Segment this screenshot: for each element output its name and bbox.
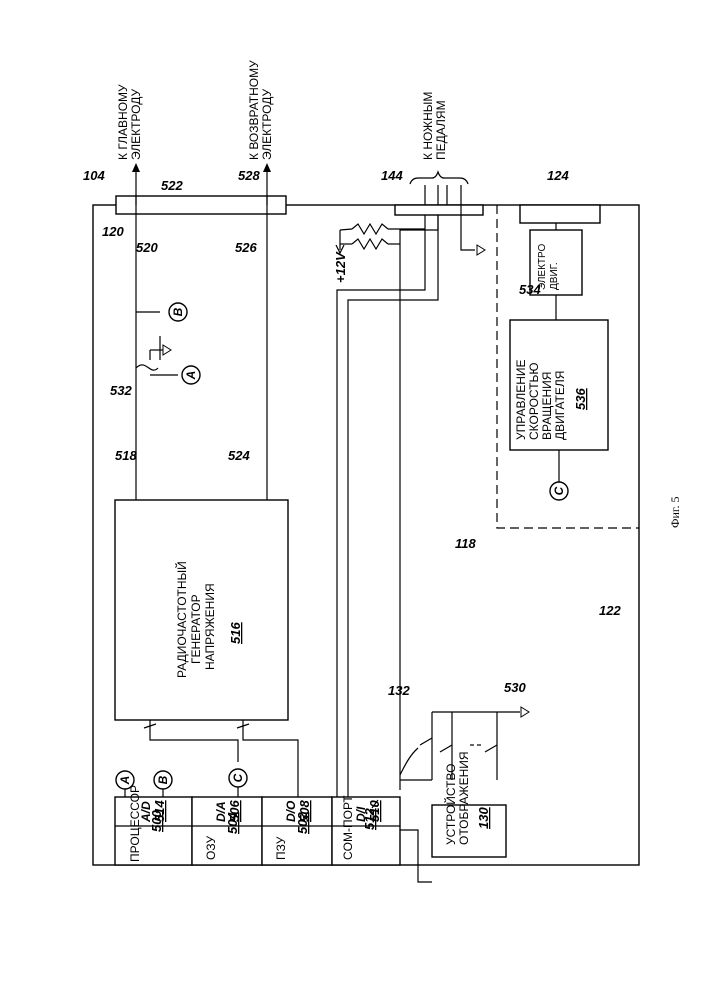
connector-b-label: B — [171, 307, 185, 316]
ref-104: 104 — [83, 168, 105, 183]
ref-524: 524 — [228, 448, 250, 463]
main-electrode-label: К ГЛАВНОМУ — [116, 84, 130, 160]
motor-connector-bar — [520, 205, 600, 223]
pedal-connector-bar — [395, 205, 483, 215]
ref-520: 520 — [136, 240, 158, 255]
ref-528: 528 — [238, 168, 260, 183]
da-number: 506 — [227, 800, 242, 822]
ad-label: A/D — [139, 801, 153, 823]
connector-b-top-label: B — [156, 775, 170, 784]
foot-pedals-label-2: ПЕДАЛЯМ — [434, 100, 448, 160]
rf-generator-number: 516 — [228, 622, 243, 644]
ref-518: 518 — [115, 448, 137, 463]
ref-532: 532 — [110, 383, 132, 398]
com-port-label: COM-ПОРТ — [341, 795, 355, 860]
di-number: 510 — [367, 800, 382, 822]
connector-c-top-label: C — [231, 773, 245, 782]
speed-control-label-3: ВРАЩЕНИЯ — [540, 372, 554, 440]
do-number: 508 — [297, 800, 312, 822]
connector-c-motor-label: C — [552, 486, 566, 495]
motor-label-2: ДВИГ. — [549, 262, 560, 290]
di-label: D/I — [354, 806, 368, 822]
supply-12v-label: +12V — [333, 251, 348, 283]
ref-132: 132 — [388, 683, 410, 698]
connector-a-label: A — [184, 371, 198, 381]
figure-caption: Фиг. 5 — [668, 497, 682, 528]
ref-122: 122 — [599, 603, 621, 618]
speed-control-label-2: СКОРОСТЬЮ — [527, 362, 541, 440]
connector-a-top-label: A — [118, 776, 132, 786]
speed-control-label: УПРАВЛЕНИЕ — [514, 360, 528, 441]
rom-label: ПЗУ — [274, 836, 288, 860]
speed-control-number: 536 — [573, 388, 588, 410]
da-label: D/A — [214, 801, 228, 822]
ref-124: 124 — [547, 168, 569, 183]
ref-530: 530 — [504, 680, 526, 695]
electrode-connector-bar — [116, 196, 286, 214]
motor-label: ЭЛЕКТРО — [537, 244, 548, 290]
do-label: D/O — [284, 800, 298, 822]
ref-522: 522 — [161, 178, 183, 193]
display-label-2: ОТОБРАЖЕНИЯ — [457, 751, 471, 845]
return-electrode-label-2: ЭЛЕКТРОДУ — [260, 89, 274, 160]
ref-526: 526 — [235, 240, 257, 255]
speed-control-label-4: ДВИГАТЕЛЯ — [553, 371, 567, 440]
ref-120: 120 — [102, 224, 124, 239]
processor-label: ПРОЦЕССОР — [128, 785, 142, 862]
display-label: УСТРОЙСТВО — [443, 764, 458, 845]
rf-generator-label-2: ГЕНЕРАТОР — [189, 594, 203, 664]
rf-generator-label-3: НАПРЯЖЕНИЯ — [203, 583, 217, 670]
rf-generator-label: РАДИОЧАСТОТНЫЙ — [174, 561, 189, 678]
ref-118: 118 — [455, 536, 476, 551]
ram-label: ОЗУ — [204, 836, 218, 860]
return-electrode-label: К ВОЗВРАТНОМУ — [247, 60, 261, 160]
display-number: 130 — [476, 807, 491, 829]
foot-pedals-label: К НОЖНЫМ — [421, 92, 435, 160]
ad-number: 514 — [152, 800, 167, 822]
main-electrode-label-2: ЭЛЕКТРОДУ — [129, 89, 143, 160]
ref-144: 144 — [381, 168, 403, 183]
